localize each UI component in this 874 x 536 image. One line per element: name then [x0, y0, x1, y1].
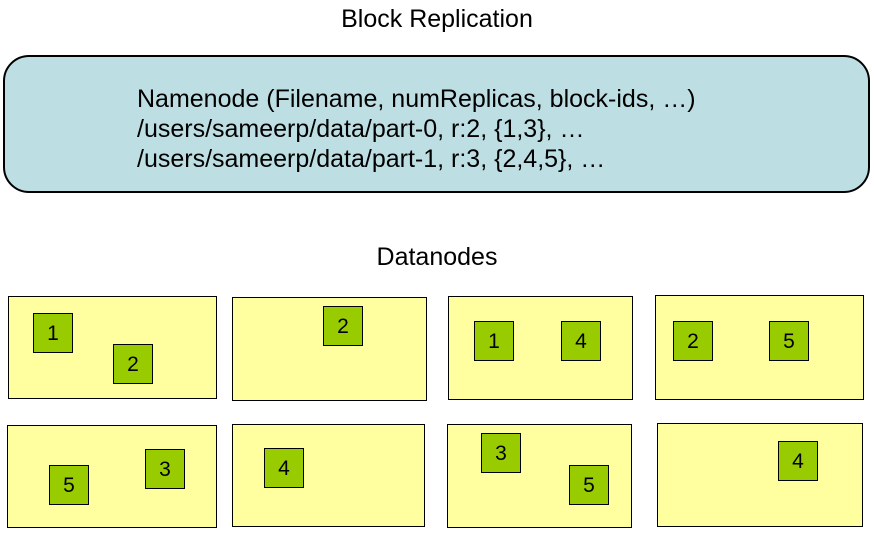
namenode-line-part1: /users/sameerp/data/part-1, r:3, {2,4,5}…	[137, 145, 606, 173]
namenode-line-part0: /users/sameerp/data/part-0, r:2, {1,3}, …	[137, 115, 585, 143]
datanode-6: 4	[232, 424, 425, 527]
block-label: 5	[783, 329, 795, 353]
block-square: 2	[113, 344, 153, 384]
block-square: 4	[264, 448, 304, 488]
block-label: 2	[687, 329, 699, 353]
block-label: 2	[127, 352, 139, 376]
block-square: 5	[569, 465, 609, 505]
diagram-title: Block Replication	[341, 5, 533, 33]
block-square: 2	[323, 306, 363, 346]
datanode-4: 2 5	[655, 295, 864, 400]
block-square: 1	[33, 313, 73, 353]
block-label: 4	[278, 456, 290, 480]
block-square: 4	[561, 321, 601, 361]
datanode-2: 2	[232, 297, 427, 401]
datanode-8: 4	[657, 423, 863, 527]
block-label: 3	[159, 457, 171, 481]
block-label: 3	[495, 441, 507, 465]
datanode-1: 1 2	[8, 296, 217, 399]
block-square: 3	[145, 449, 185, 489]
namenode-line-header: Namenode (Filename, numReplicas, block-i…	[137, 85, 696, 113]
block-square: 5	[49, 465, 89, 505]
datanode-3: 1 4	[448, 296, 633, 400]
namenode-box: Namenode (Filename, numReplicas, block-i…	[3, 55, 870, 193]
block-square: 5	[769, 321, 809, 361]
block-label: 1	[47, 321, 59, 345]
block-label: 5	[583, 473, 595, 497]
block-square: 4	[778, 441, 818, 481]
datanode-5: 5 3	[7, 425, 217, 528]
block-square: 3	[481, 433, 521, 473]
block-square: 1	[474, 321, 514, 361]
datanodes-label: Datanodes	[376, 243, 498, 271]
datanode-7: 3 5	[447, 424, 632, 528]
namenode-text: Namenode (Filename, numReplicas, block-i…	[137, 84, 696, 174]
block-label: 5	[63, 473, 75, 497]
block-label: 1	[488, 329, 500, 353]
block-label: 2	[337, 314, 349, 338]
block-label: 4	[575, 329, 587, 353]
block-label: 4	[792, 449, 804, 473]
block-square: 2	[673, 321, 713, 361]
